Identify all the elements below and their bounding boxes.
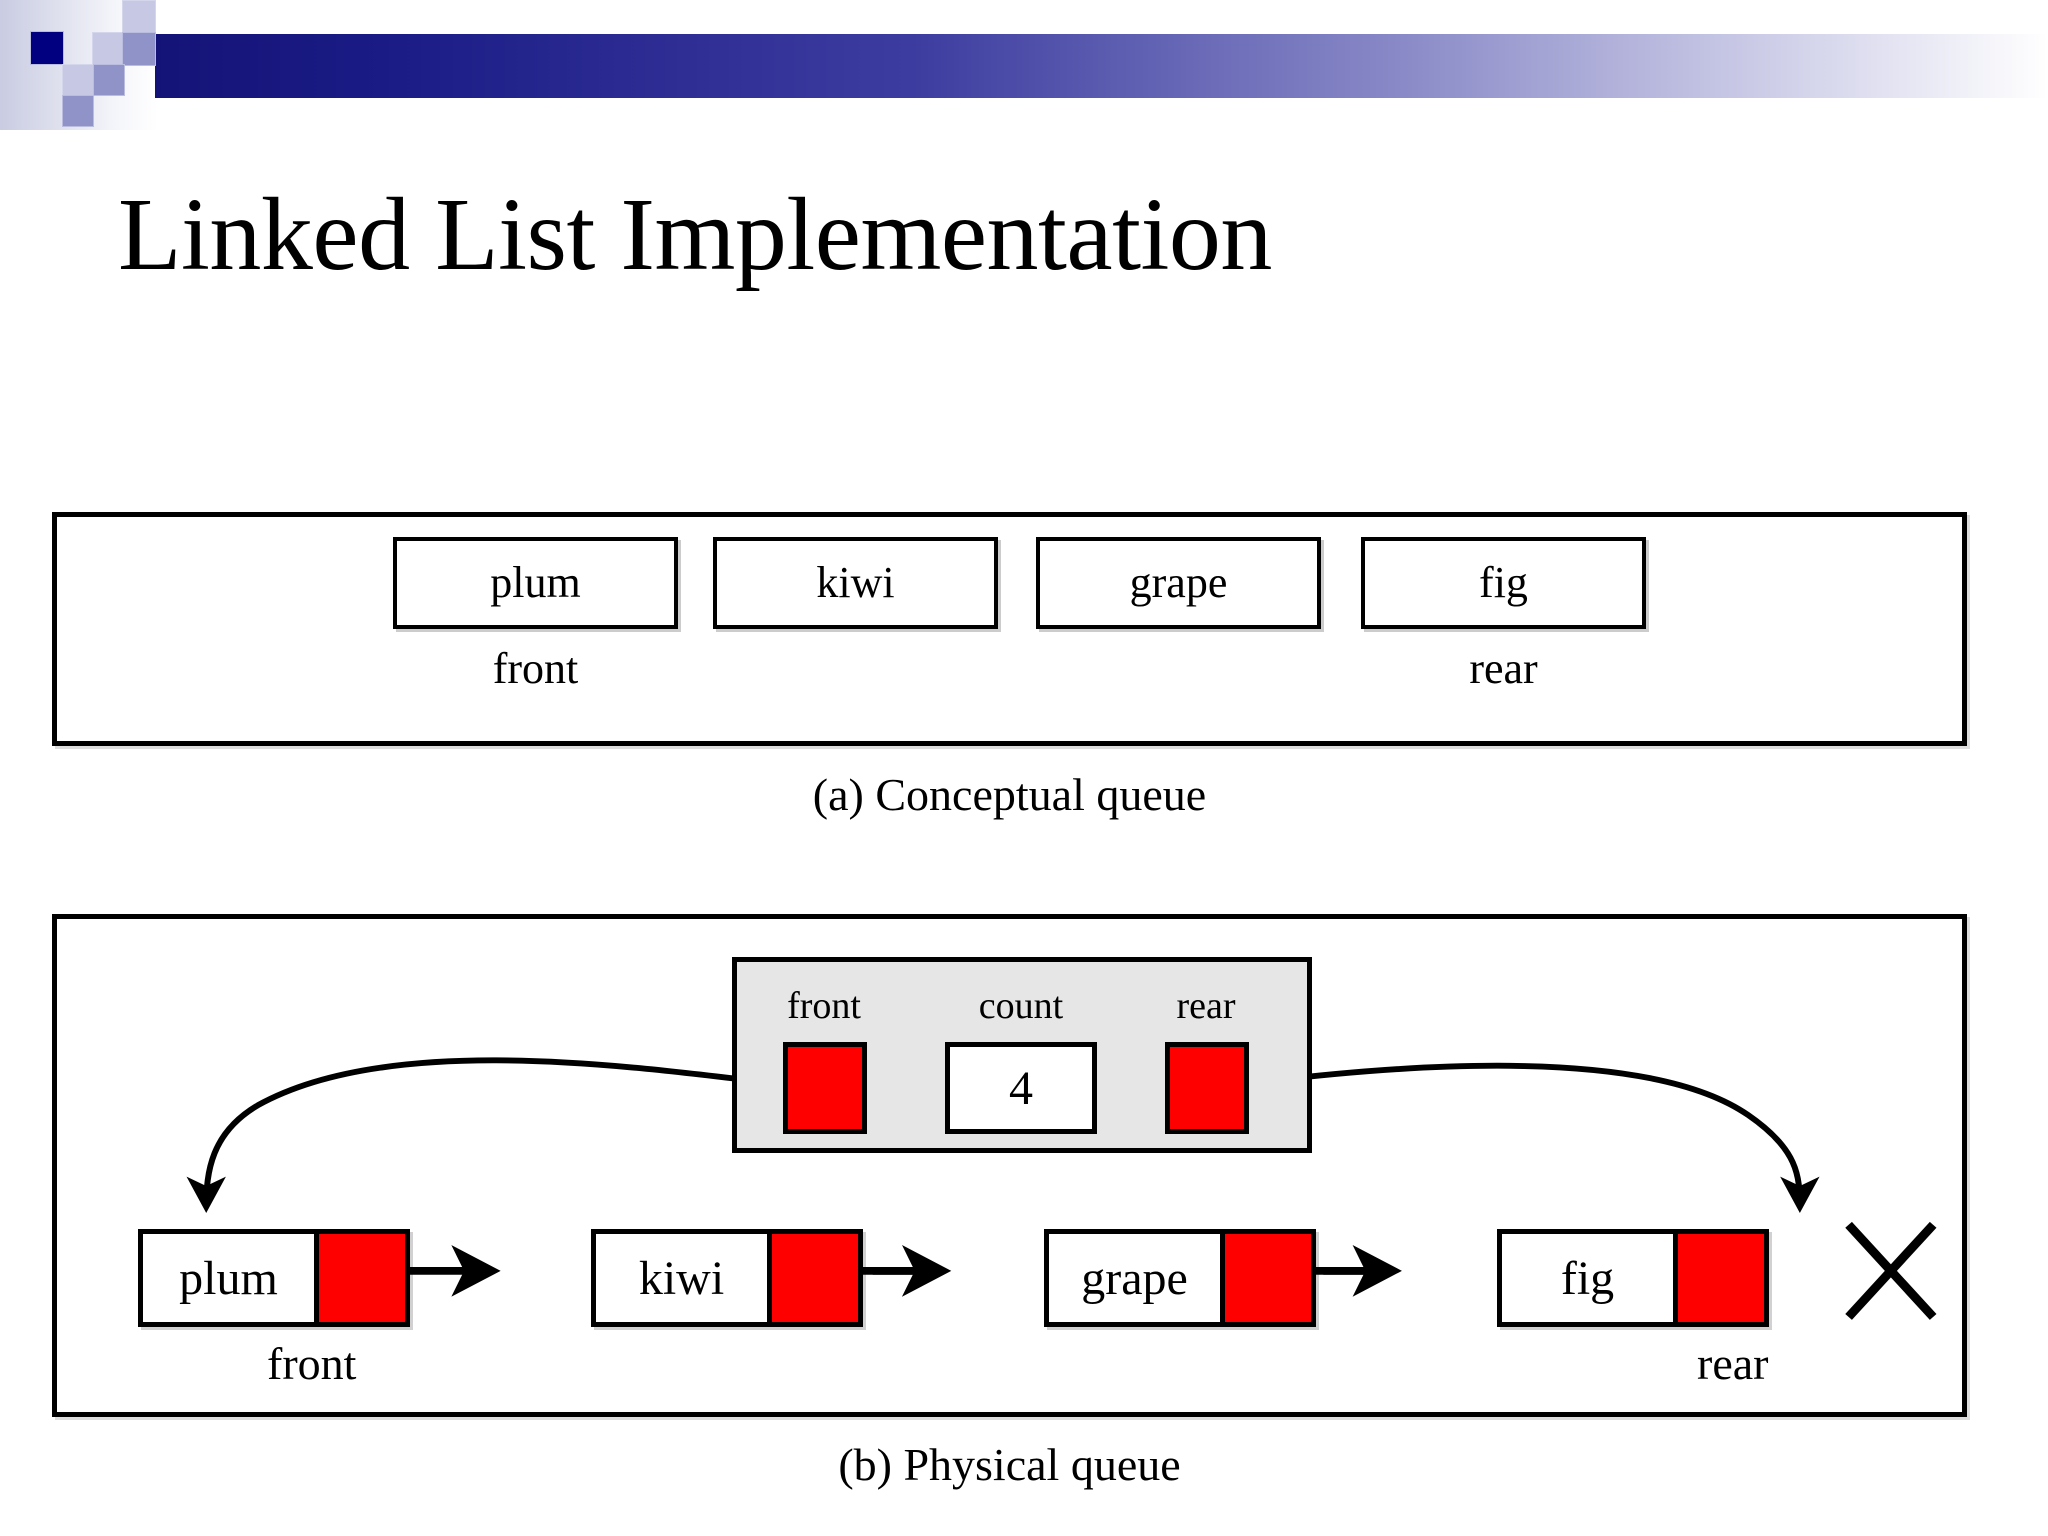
conceptual-item-label: grape xyxy=(1129,558,1228,607)
header-square-mid-3 xyxy=(62,95,94,127)
conceptual-queue-caption: (a) Conceptual queue xyxy=(812,769,1207,820)
conceptual-item-2: grape xyxy=(1036,537,1321,629)
conceptual-item-label: fig xyxy=(1479,558,1528,607)
list-node-3: fig xyxy=(1497,1229,1769,1327)
conceptual-item-label: kiwi xyxy=(816,558,895,607)
header-decoration xyxy=(0,0,2048,130)
conceptual-item-0: plum xyxy=(393,537,678,629)
conceptual-queue-frame: plum kiwi grape fig front rear xyxy=(52,512,1967,746)
list-node-1: kiwi xyxy=(591,1229,863,1327)
header-gradient-bar xyxy=(155,34,2048,98)
list-node-link-cell xyxy=(1220,1234,1311,1322)
header-square-light-3 xyxy=(92,32,124,66)
list-node-value: grape xyxy=(1049,1234,1220,1322)
queue-head-front-pointer-cell xyxy=(783,1042,867,1134)
list-node-value: plum xyxy=(143,1234,314,1322)
header-square-light-1 xyxy=(122,0,156,34)
queue-head-count-label: count xyxy=(978,985,1064,1027)
physical-queue-caption: (b) Physical queue xyxy=(838,1439,1181,1490)
queue-head-rear-pointer-cell xyxy=(1165,1042,1249,1134)
queue-head-rear-label: rear xyxy=(1176,985,1236,1027)
list-node-null-link-cell xyxy=(1673,1234,1764,1322)
conceptual-item-label: plum xyxy=(490,558,581,607)
header-square-mid-2 xyxy=(93,64,125,96)
physical-rear-label: rear xyxy=(1697,1338,1769,1389)
header-square-light-4 xyxy=(62,64,94,96)
rear-pointer-arrow xyxy=(1263,1062,1820,1214)
physical-front-label: front xyxy=(267,1338,357,1389)
list-node-link-cell xyxy=(314,1234,405,1322)
header-square-mid-1 xyxy=(122,32,156,66)
queue-head-count-value: 4 xyxy=(1009,1061,1033,1115)
header-fade-gradient xyxy=(0,0,158,130)
physical-queue-frame: front count rear 4 plum kiwi grape fig f xyxy=(52,914,1967,1417)
list-node-value: fig xyxy=(1502,1234,1673,1322)
conceptual-item-3: fig xyxy=(1361,537,1646,629)
conceptual-front-label: front xyxy=(492,644,579,693)
list-node-value: kiwi xyxy=(596,1234,767,1322)
queue-head-front-label: front xyxy=(787,985,861,1027)
page-title: Linked List Implementation xyxy=(118,177,1272,292)
header-square-light-2 xyxy=(122,32,156,66)
queue-head-count-cell: 4 xyxy=(945,1042,1097,1134)
list-node-2: grape xyxy=(1044,1229,1316,1327)
front-pointer-arrow xyxy=(186,1057,761,1214)
null-pointer-x-icon xyxy=(1845,1221,1937,1320)
list-node-link-cell xyxy=(767,1234,858,1322)
conceptual-rear-label: rear xyxy=(1469,644,1538,693)
queue-head-struct: front count rear 4 xyxy=(732,957,1312,1153)
header-square-accent xyxy=(30,31,64,65)
list-node-0: plum xyxy=(138,1229,410,1327)
conceptual-item-1: kiwi xyxy=(713,537,998,629)
